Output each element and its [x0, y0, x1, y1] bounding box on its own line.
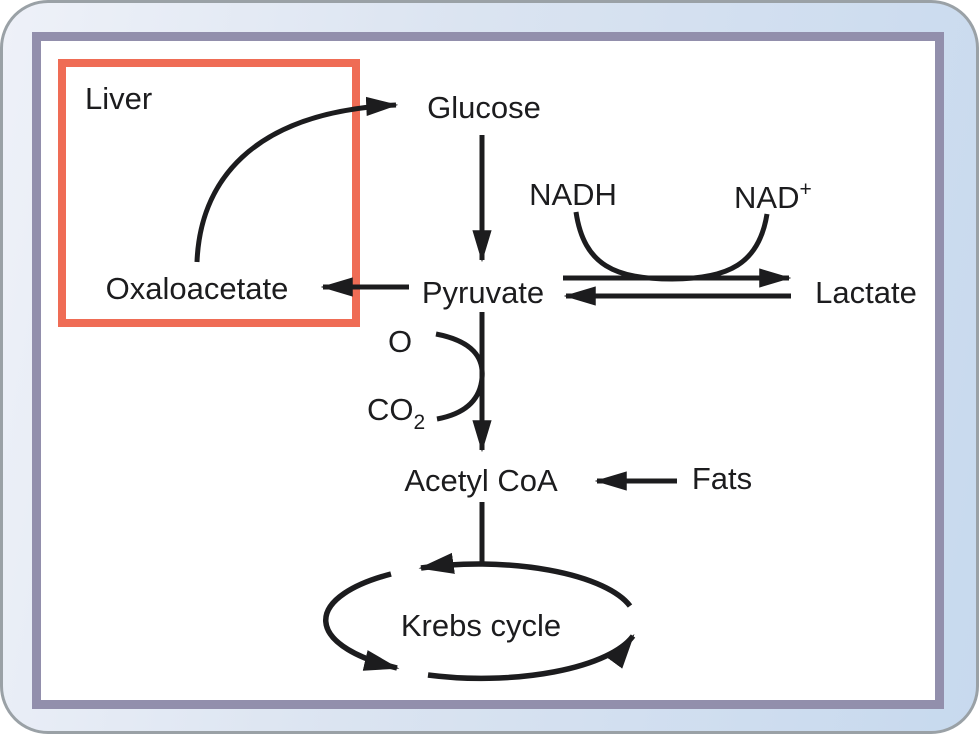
co2-label: CO2: [367, 392, 425, 434]
krebs-cycle-left-arc: [323, 571, 400, 671]
liver-box: [58, 59, 360, 327]
lactate-label: Lactate: [815, 275, 917, 310]
nadh-label: NADH: [529, 177, 617, 212]
krebs-cycle-label: Krebs cycle: [401, 608, 561, 643]
nad-superscript: +: [799, 178, 811, 201]
acetyl-coa-label: Acetyl CoA: [404, 463, 558, 498]
oxaloacetate-to-glucose-arrow: [194, 96, 399, 263]
fats-label: Fats: [692, 461, 752, 496]
krebs-cycle-top-arc: [418, 552, 633, 608]
nadh-nad-coupling-curve: [573, 211, 770, 282]
krebs-cycle-bottom-arc: [427, 634, 636, 682]
o-co2-coupling-curve: [435, 331, 485, 422]
glucose-label: Glucose: [427, 90, 541, 125]
co2-subscript: 2: [414, 411, 426, 434]
oxygen-label: O: [388, 324, 412, 359]
oxaloacetate-label: Oxaloacetate: [106, 271, 289, 306]
nad-plus-label: NAD+: [734, 178, 812, 215]
figure-inner-panel: [32, 32, 944, 709]
pyruvate-label: Pyruvate: [422, 275, 544, 310]
liver-label: Liver: [85, 81, 152, 116]
